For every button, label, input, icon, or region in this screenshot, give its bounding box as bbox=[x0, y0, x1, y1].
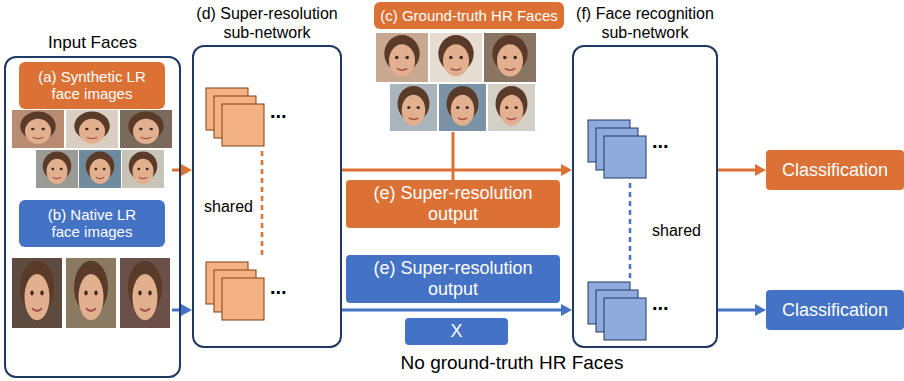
synthetic-lr-faces bbox=[12, 110, 172, 188]
input-set: (b) Native LR face images bbox=[12, 200, 172, 335]
native-lr-faces bbox=[12, 258, 170, 328]
connector bbox=[718, 304, 766, 316]
face-photo bbox=[488, 84, 535, 131]
connector bbox=[453, 132, 454, 180]
fr-subnetwork: (f) Face recognition sub-network bbox=[572, 45, 718, 348]
shared-label: shared bbox=[652, 222, 701, 240]
arrow-head bbox=[755, 164, 766, 176]
layer-square bbox=[604, 136, 646, 178]
network-heading: (d) Super-resolution sub-network bbox=[192, 5, 342, 42]
face-photo bbox=[122, 150, 164, 188]
face-photo bbox=[79, 150, 121, 188]
connector bbox=[172, 304, 192, 316]
face-photo bbox=[120, 110, 172, 148]
set-label: (c) Ground-truth HR Faces bbox=[374, 2, 564, 29]
face-photo bbox=[484, 33, 536, 82]
classification-box: Classification bbox=[766, 150, 904, 190]
face-photo bbox=[376, 33, 428, 82]
box-label: (e) Super-resolution output bbox=[354, 183, 552, 224]
face-photo bbox=[36, 150, 78, 188]
box-label: (e) Super-resolution output bbox=[354, 258, 552, 299]
network-heading: (f) Face recognition sub-network bbox=[572, 5, 718, 42]
face-photo bbox=[66, 110, 118, 148]
ground-truth-faces bbox=[376, 33, 536, 131]
face-photo bbox=[390, 84, 437, 131]
ellipsis: ... bbox=[270, 100, 287, 123]
connector-line bbox=[718, 169, 757, 172]
connector bbox=[342, 164, 572, 176]
marker-label: X bbox=[450, 321, 462, 342]
missing-marker: X bbox=[405, 318, 508, 345]
input-set: (a) Synthetic LR face images bbox=[12, 62, 172, 190]
connector-line bbox=[342, 309, 563, 312]
face-photo bbox=[12, 258, 62, 328]
shared-weights-line bbox=[629, 183, 632, 278]
face-photo bbox=[120, 258, 170, 328]
arrow-head bbox=[755, 304, 766, 316]
connector bbox=[342, 304, 572, 316]
output-box: (e) Super-resolution output bbox=[346, 180, 560, 228]
input-group: Input Faces(a) Synthetic LR face images(… bbox=[4, 56, 181, 378]
ground-truth-set: (c) Ground-truth HR Faces bbox=[372, 2, 566, 132]
connector-line bbox=[718, 309, 757, 312]
ellipsis: ... bbox=[270, 276, 287, 299]
face-photo bbox=[439, 84, 486, 131]
box-label: Classification bbox=[782, 300, 888, 321]
classification-box: Classification bbox=[766, 290, 904, 330]
face-photo bbox=[66, 258, 116, 328]
layer-square bbox=[222, 278, 264, 320]
layer-square bbox=[604, 298, 646, 340]
connector bbox=[172, 164, 192, 176]
arrow-head bbox=[181, 164, 192, 176]
face-photo bbox=[12, 110, 64, 148]
connector-line bbox=[452, 132, 455, 180]
arrow-head bbox=[561, 304, 572, 316]
arrow-head bbox=[181, 304, 192, 316]
sr-subnetwork: (d) Super-resolution sub-network bbox=[192, 45, 342, 348]
layer-square bbox=[222, 104, 264, 146]
face-photo bbox=[430, 33, 482, 82]
shared-weights-line bbox=[261, 151, 264, 258]
fr-layers bbox=[588, 120, 646, 340]
connector bbox=[718, 164, 766, 176]
output-box: (e) Super-resolution output bbox=[346, 255, 560, 303]
shared-label: shared bbox=[204, 198, 253, 216]
set-label: (a) Synthetic LR face images bbox=[19, 62, 165, 109]
set-label: (b) Native LR face images bbox=[19, 200, 165, 247]
ellipsis: ... bbox=[652, 130, 669, 153]
box-label: Classification bbox=[782, 160, 888, 181]
ellipsis: ... bbox=[652, 292, 669, 315]
group-heading: Input Faces bbox=[4, 33, 181, 53]
note: No ground-truth HR Faces bbox=[380, 352, 644, 374]
arrow-head bbox=[561, 164, 572, 176]
